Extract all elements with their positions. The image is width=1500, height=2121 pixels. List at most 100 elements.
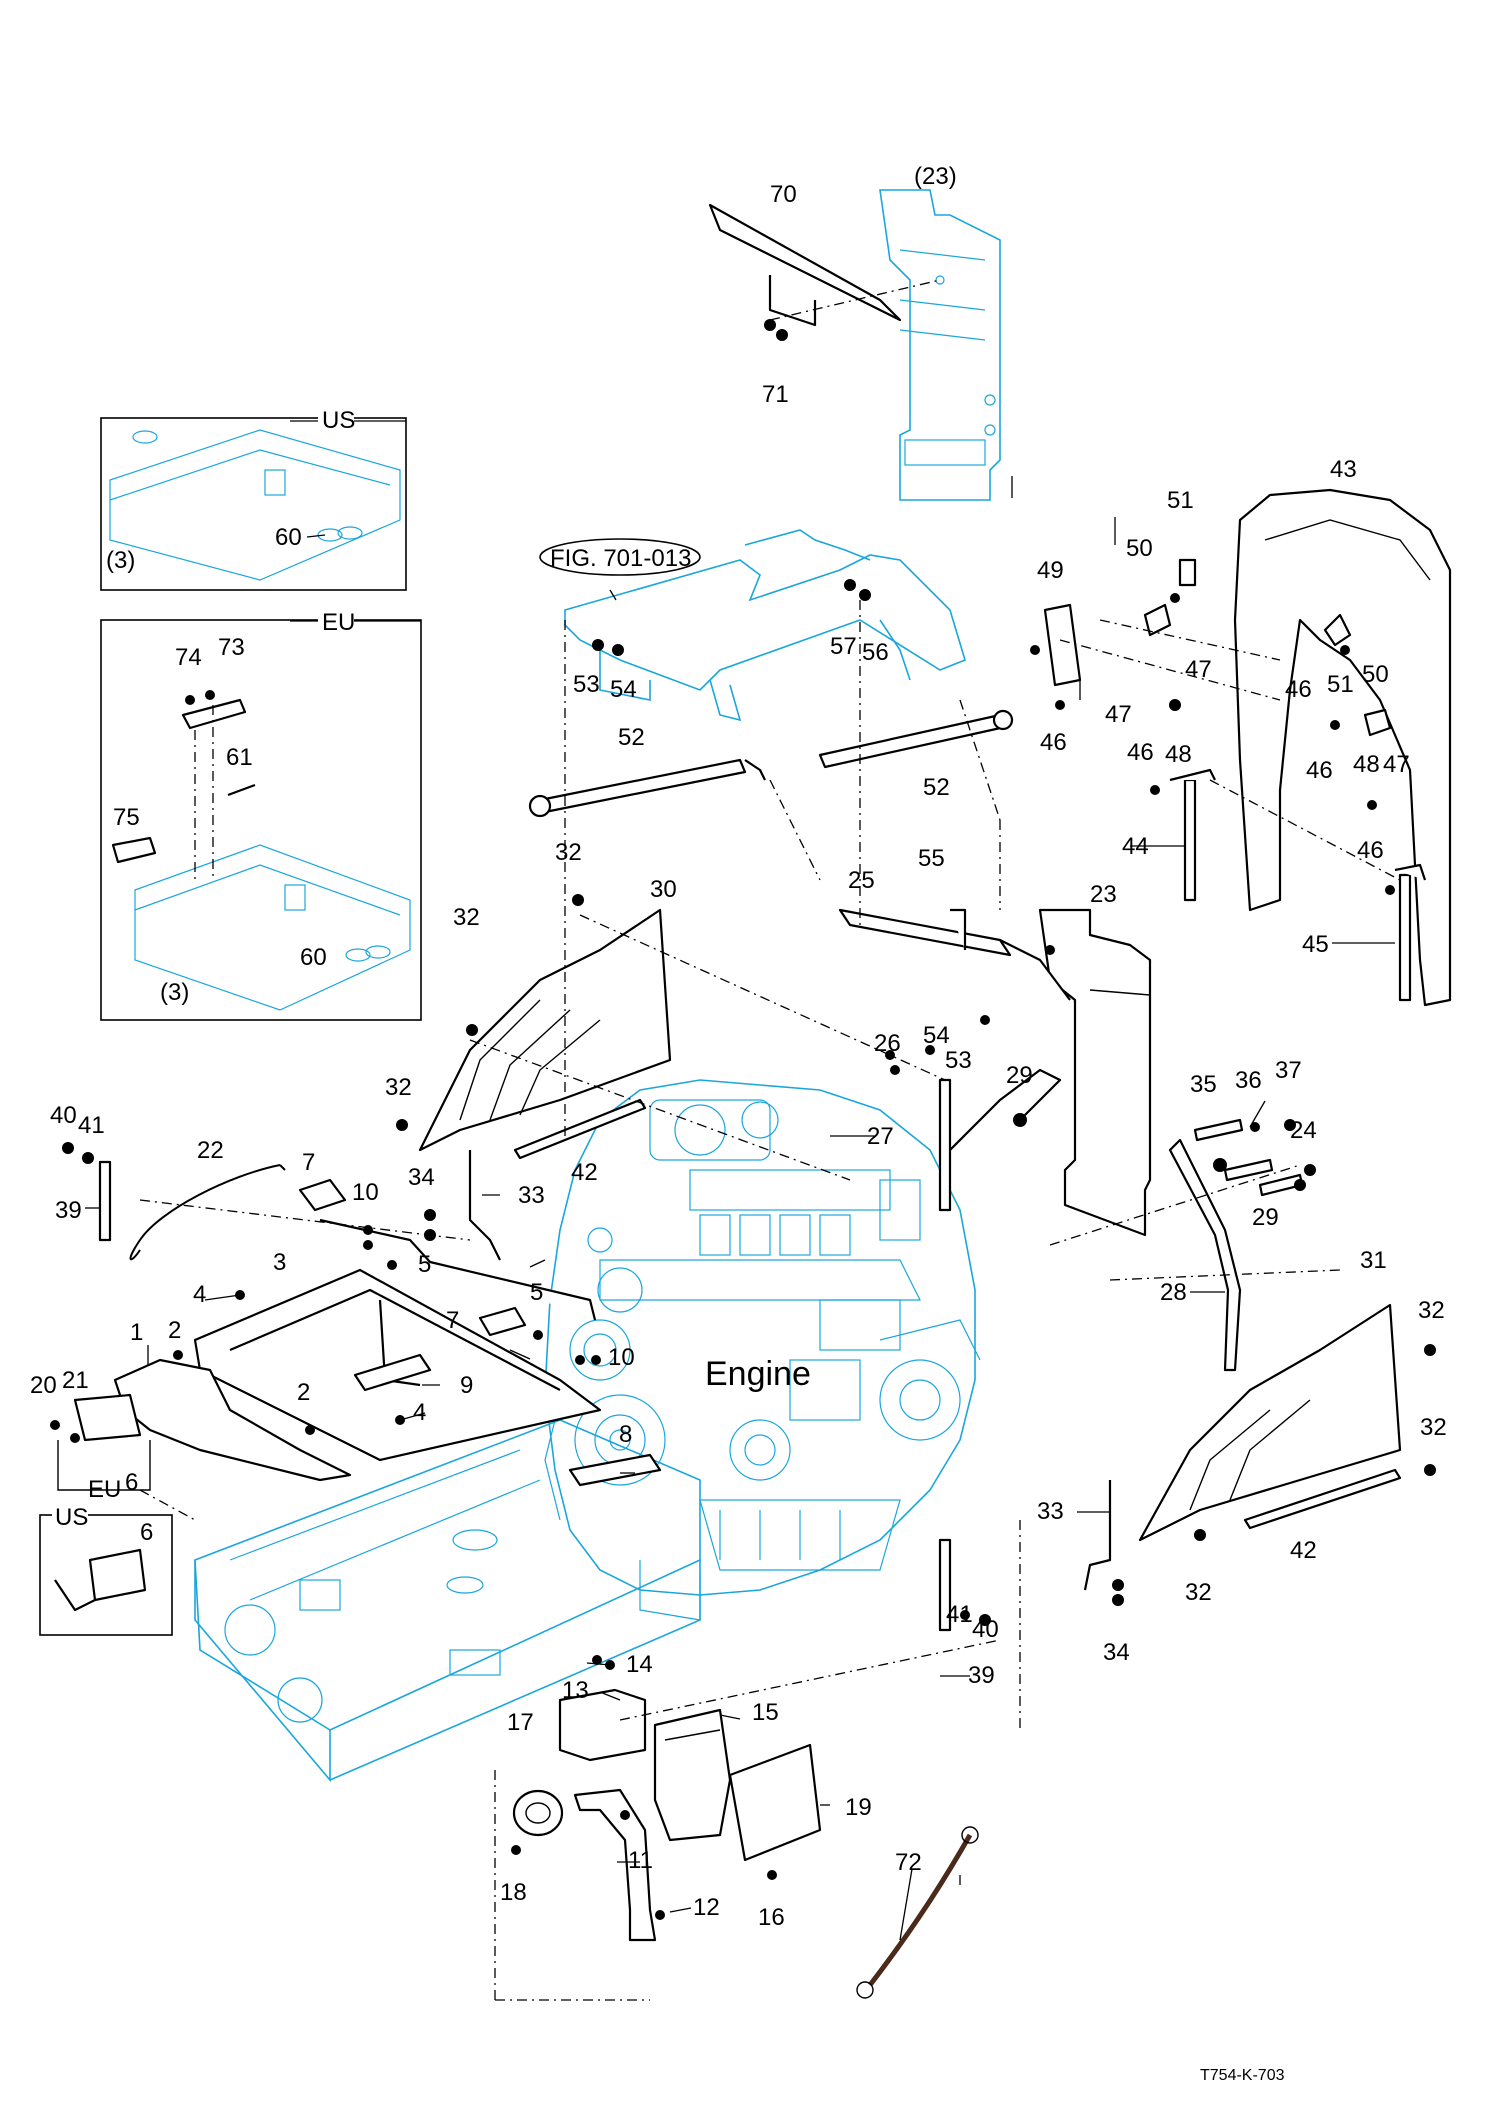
eu-bracket: EU 6 [57,1440,151,1503]
us-inset-top: US (3) 60 [100,407,407,591]
callout-40-b: 40 [972,1616,999,1643]
callout-28: 28 [1160,1279,1187,1306]
callout-36: 36 [1235,1067,1262,1094]
callout-8: 8 [619,1421,632,1448]
part-23-post [1038,908,1152,1237]
callout-1: 1 [130,1319,143,1346]
us-inset-bottom-title: US [55,1504,88,1531]
callout-46-e: 46 [1357,837,1384,864]
callout-54-b: 54 [923,1022,950,1049]
callout-25: 25 [848,867,875,894]
callout-35: 35 [1190,1071,1217,1098]
drawing-reference-code: T754-K-703 [1200,2067,1285,2084]
callout-70: 70 [770,181,797,208]
part-43-rear-guard [1233,488,1452,1007]
callout-50-a: 50 [1126,535,1153,562]
callout-48-b: 48 [1353,751,1380,778]
callout-2-b: 2 [297,1379,310,1406]
eu-bracket-callout-6: 6 [125,1469,138,1496]
part-1-lower-cover [113,1358,352,1482]
part-31-side-panel [1138,1303,1402,1542]
part-70-bracket [708,203,902,327]
part-44-45-brackets [1169,768,1427,1002]
callout-49: 49 [1037,557,1064,584]
eu-inset-middle: EU 74 73 61 75 60 (3) [100,609,422,1021]
callout-29-a: 29 [1006,1062,1033,1089]
part-33-stay [468,1150,1112,1591]
eu-inset-callout-61: 61 [226,744,253,771]
callout-27: 27 [867,1123,894,1150]
callout-33-a: 33 [518,1182,545,1209]
callout-46-c: 46 [1127,739,1154,766]
fasteners [50,319,1436,1920]
callout-54-a: 54 [610,676,637,703]
callout-14: 14 [626,1651,653,1678]
part-6-latch [73,1393,142,1442]
callout-9: 9 [460,1372,473,1399]
callout-30: 30 [650,876,677,903]
callout-10-a: 10 [352,1179,379,1206]
callout-52-b: 52 [923,774,950,801]
callout-32-f: 32 [1185,1579,1212,1606]
us-inset-bottom: US 6 [39,1504,173,1636]
callout-33-b: 33 [1037,1498,1064,1525]
callout-4-a: 4 [193,1281,206,1308]
callout-41-a: 41 [78,1112,105,1139]
callout-51-b: 51 [1327,671,1354,698]
part-15-ecu [653,1708,732,1842]
figure-reference-label[interactable]: FIG. 701-013 [550,545,691,572]
callout-43: 43 [1330,456,1357,483]
callout-32-c: 32 [385,1074,412,1101]
figure-reference-oval[interactable]: FIG. 701-013 [539,538,701,576]
callout-53-b: 53 [945,1047,972,1074]
eu-inset-callout-60: 60 [300,944,327,971]
callout-46-a: 46 [1040,729,1067,756]
callout-18: 18 [500,1879,527,1906]
callout-46-d: 46 [1306,757,1333,784]
eu-inset-title: EU [322,609,355,636]
callout-31: 31 [1360,1247,1387,1274]
leader-lines [85,420,1395,1941]
callout-44: 44 [1122,833,1149,860]
callout-48-a: 48 [1165,741,1192,768]
callout-16: 16 [758,1904,785,1931]
callout-50-b: 50 [1362,661,1389,688]
callout-11: 11 [628,1847,653,1874]
callout-37: 37 [1275,1057,1302,1084]
part-13-bracket [558,1688,647,1762]
callout-55: 55 [918,845,945,872]
eu-inset-callout-75: 75 [113,804,140,831]
eu-inset-callout-74: 74 [175,644,202,671]
callout-7-a: 7 [302,1149,315,1176]
callout-5-a: 5 [418,1251,431,1278]
callout-5-b: 5 [530,1279,543,1306]
engine-label: Engine [705,1355,811,1393]
eu-bracket-title: EU [88,1476,121,1503]
callout-57: 57 [830,633,857,660]
callout-32-b: 32 [453,904,480,931]
part-42-seals [513,1098,1402,1530]
callout-42-b: 42 [1290,1537,1317,1564]
callout-labels: 70 (23) 71 43 51 50 49 47 47 46 46 46 46… [30,163,1447,1931]
callout-52-a: 52 [618,724,645,751]
callout-23-ref: (23) [914,163,957,190]
us-inset-callout-60: 60 [275,524,302,551]
part-19-box [728,1743,822,1862]
callout-2-a: 2 [168,1317,181,1344]
callout-10-b: 10 [608,1344,635,1371]
part-39-stay [98,1160,952,1632]
callout-19: 19 [845,1794,872,1821]
us-inset-ref-3: (3) [106,547,135,574]
callout-12: 12 [693,1894,720,1921]
callout-4-b: 4 [413,1399,426,1426]
rear-post-blue [879,189,1001,501]
part-25-bracket [838,908,1071,1001]
callout-46-b: 46 [1285,676,1312,703]
part-8-bracket [568,1453,662,1487]
us-inset-bottom-callout-6: 6 [140,1519,153,1546]
callout-42-a: 42 [571,1159,598,1186]
callout-72: 72 [895,1849,922,1876]
assembly-lines [139,279,1401,2001]
callout-47-c: 47 [1383,751,1410,778]
callout-29-b: 29 [1252,1204,1279,1231]
